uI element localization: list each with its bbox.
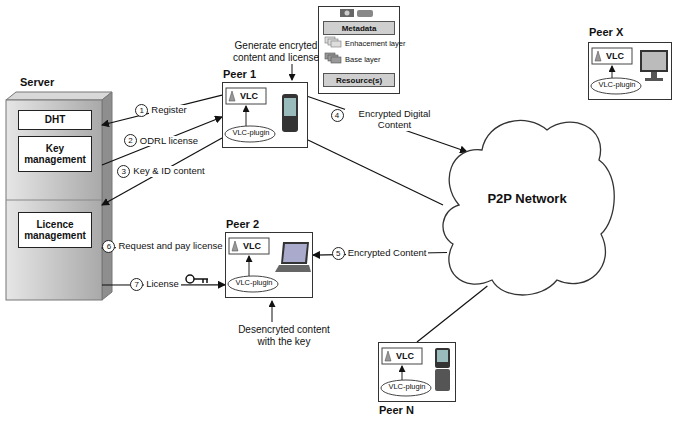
server-cabinet — [6, 92, 112, 300]
annotation: Generate encryted content and license — [228, 40, 324, 64]
connector-arrow — [417, 286, 487, 342]
callout-number: 5 — [332, 247, 345, 260]
module-box: Key management — [18, 136, 92, 172]
annotation-arrow — [292, 64, 293, 80]
peer-box: Peer 1VLCVLC-plugin — [222, 82, 308, 148]
edge-label: Register — [149, 105, 188, 116]
peer-title: Peer X — [589, 26, 623, 39]
edge-label: License — [144, 279, 181, 290]
plugin-name: VLC-plugin — [229, 279, 279, 288]
callout-number: 4 — [331, 109, 344, 122]
layer-name: Enhacement layer — [345, 40, 405, 49]
peer-title: Peer 1 — [223, 68, 256, 81]
module-box: DHT — [18, 110, 92, 130]
edge-label: Request and pay license — [116, 241, 224, 252]
plugin-name: VLC-plugin — [226, 129, 276, 138]
callout-number: 6 — [102, 240, 115, 253]
plugin-name: VLC-plugin — [382, 383, 432, 392]
package-part: Metadata — [323, 21, 395, 35]
callout-number: 7 — [130, 278, 143, 291]
module-name: Licence management — [19, 218, 91, 243]
content-package-icons — [325, 9, 373, 63]
peer-illustration — [228, 238, 311, 292]
connector-arrow — [308, 140, 443, 205]
peer-title: Peer N — [379, 404, 414, 417]
module-name: Key management — [19, 142, 91, 167]
peer-title: Peer 2 — [226, 218, 259, 231]
connector-arrow — [102, 138, 222, 205]
connector-arrow — [102, 95, 222, 125]
content-package: MetadataEnhacement layerBase layerResour… — [318, 6, 400, 94]
peer-box: Peer XVLCVLC-plugin — [588, 42, 672, 100]
callout-number: 3 — [117, 165, 130, 178]
app-name: VLC — [606, 51, 624, 61]
callout-number: 2 — [124, 134, 137, 147]
app-name: VLC — [240, 91, 258, 101]
node-title: Server — [20, 76, 54, 89]
module-name: DHT — [42, 113, 69, 127]
edge-label: ODRL license — [138, 136, 200, 147]
app-name: VLC — [243, 241, 261, 251]
annotation-arrow — [272, 301, 273, 322]
annotation: Desencryted content with the key — [232, 324, 336, 348]
layer-name: Base layer — [345, 56, 380, 65]
edge-label: Key & ID content — [131, 166, 206, 177]
peer-illustration — [591, 48, 668, 94]
connector-arrow — [308, 97, 467, 152]
peer-box: Peer 2VLCVLC-plugin — [225, 232, 313, 298]
package-part: Resource(s) — [323, 73, 395, 87]
server-box: ServerDHTKey managementLicence managemen… — [6, 100, 102, 300]
network-cloud: P2P Network — [437, 110, 617, 300]
edge-label: Encrypted Content — [346, 248, 429, 259]
peer-illustration — [381, 348, 450, 396]
edge-label: Encrypted Digital Content — [345, 109, 445, 131]
key-icon — [186, 275, 208, 283]
connector-arrow — [102, 117, 222, 165]
peer-box: Peer NVLCVLC-plugin — [378, 342, 456, 402]
module-box: Licence management — [18, 212, 92, 248]
app-name: VLC — [396, 351, 414, 361]
callout-number: 1 — [135, 104, 148, 117]
plugin-name: VLC-plugin — [592, 81, 642, 90]
peer-illustration — [225, 88, 298, 142]
network-name: P2P Network — [467, 192, 587, 207]
